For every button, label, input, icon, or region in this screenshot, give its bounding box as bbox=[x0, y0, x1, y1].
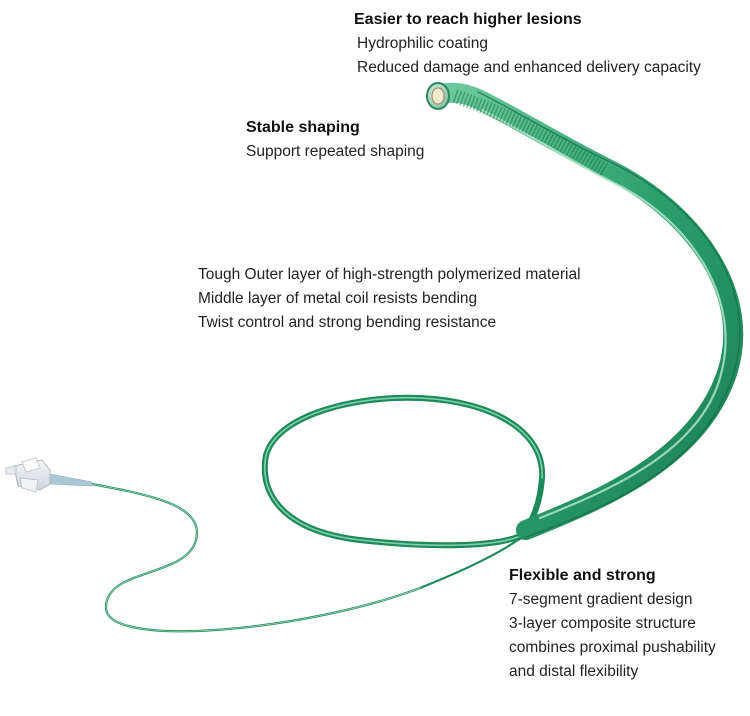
feature-flexible-line: combines proximal pushability bbox=[509, 639, 716, 656]
feature-layers-line: Middle layer of metal coil resists bendi… bbox=[198, 290, 478, 307]
catheter-tip-icon bbox=[426, 82, 450, 110]
catheter-loop bbox=[261, 394, 546, 549]
feature-layers-line: Tough Outer layer of high-strength polym… bbox=[198, 266, 581, 283]
feature-shaping-heading: Stable shaping bbox=[246, 119, 360, 136]
distal-shaft-shine bbox=[480, 108, 727, 520]
feature-shaping-line: Support repeated shaping bbox=[246, 143, 425, 160]
feature-flexible-line: 7-segment gradient design bbox=[509, 591, 693, 608]
feature-flexible-line: 3-layer composite structure bbox=[509, 615, 696, 632]
feature-reach-line: Reduced damage and enhanced delivery cap… bbox=[357, 59, 701, 76]
feature-flexible: Flexible and strong 7-segment gradient d… bbox=[509, 564, 716, 684]
feature-layers: Tough Outer layer of high-strength polym… bbox=[198, 263, 581, 335]
proximal-shaft-highlight bbox=[91, 483, 421, 632]
distal-shaft-edge bbox=[477, 91, 741, 541]
feature-reach-heading: Easier to reach higher lesions bbox=[354, 11, 582, 28]
feature-shaping: Stable shaping Support repeated shaping bbox=[246, 116, 424, 164]
feature-reach: Easier to reach higher lesions Hydrophil… bbox=[354, 8, 701, 80]
catheter-hub-icon bbox=[5, 457, 93, 493]
catheter-loop-highlight bbox=[264, 396, 543, 547]
feature-reach-line: Hydrophilic coating bbox=[357, 35, 488, 52]
metal-coil-section bbox=[452, 89, 609, 176]
feature-flexible-line: and distal flexibility bbox=[509, 663, 639, 680]
proximal-shaft bbox=[90, 482, 530, 633]
feature-flexible-heading: Flexible and strong bbox=[509, 567, 656, 584]
distal-shaft bbox=[426, 82, 744, 540]
feature-layers-line: Twist control and strong bending resista… bbox=[198, 314, 497, 331]
